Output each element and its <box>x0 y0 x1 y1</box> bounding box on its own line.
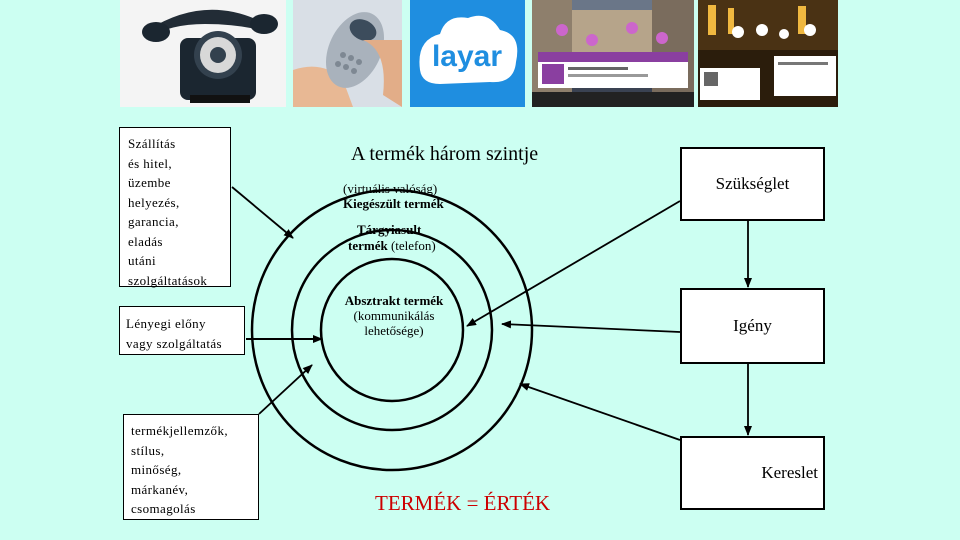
core-benefit-line: Lényegi előny <box>126 316 206 331</box>
arrow-demand-to-middle <box>519 383 681 441</box>
layar-logo-text: layar <box>432 40 502 73</box>
photo-strip: layar <box>120 0 838 107</box>
outer-level-name: Kiegészült termék <box>343 196 444 211</box>
middle-level-label: Tárgyiasult termék (telefon) <box>348 222 436 254</box>
outer-level-label: (virtuális valóság) Kiegészült termék <box>343 181 444 211</box>
features-line: minőség, <box>131 462 182 477</box>
inner-level-name: Absztrakt termék <box>344 293 444 308</box>
middle-circle <box>290 228 494 432</box>
product-value-equation: TERMÉK = ÉRTÉK <box>375 491 551 515</box>
arrow-services-to-outer <box>231 186 294 239</box>
ar-street-screenshot <box>532 0 694 107</box>
middle-level-note: (telefon) <box>390 238 436 253</box>
services-line: Szállítás <box>128 136 176 151</box>
features-line: márkanév, <box>131 481 189 497</box>
inner-level-note-1: (kommunikálás <box>353 308 435 323</box>
inner-level-label: Absztrakt termék (kommunikálás lehetőség… <box>337 293 451 338</box>
arrow-features-to-middle <box>258 364 313 415</box>
features-line: termékjellemzők, <box>131 423 228 438</box>
features-box: termékjellemzők, stílus, minőség, márkan… <box>123 414 259 520</box>
services-line: szolgáltatások <box>128 272 208 288</box>
want-label: Igény <box>733 316 772 335</box>
services-line: eladás <box>128 233 163 249</box>
need-box: Szükséglet <box>680 147 825 221</box>
mobile-phone-photo <box>293 0 402 107</box>
want-box: Igény <box>680 288 825 364</box>
arrow-need-to-inner <box>466 200 681 327</box>
rotary-phone-photo <box>120 0 286 107</box>
middle-level-name-1: Tárgyiasult <box>357 222 422 237</box>
demand-label: Kereslet <box>761 463 818 482</box>
layar-logo: layar <box>410 0 525 107</box>
arrow-want-to-inner <box>501 320 681 333</box>
core-benefit-box: Lényegi előny vagy szolgáltatás <box>119 306 245 355</box>
services-line: garancia, <box>128 214 179 229</box>
services-line: üzembe <box>128 175 171 190</box>
inner-level-note-2: lehetősége) <box>364 323 424 338</box>
core-benefit-line: vagy szolgáltatás <box>126 335 222 351</box>
features-line: stílus, <box>131 442 165 458</box>
services-line: helyezés, <box>128 194 180 210</box>
inner-circle <box>319 257 465 403</box>
demand-box: Kereslet <box>680 436 825 510</box>
ar-night-screenshot <box>698 0 838 107</box>
middle-level-name-2: termék <box>348 238 388 253</box>
diagram-title: A termék három szintje <box>351 143 539 165</box>
need-label: Szükséglet <box>715 174 790 193</box>
features-line: csomagolás <box>131 501 196 516</box>
outer-level-note: (virtuális valóság) <box>343 181 438 196</box>
services-line: és hitel, <box>128 155 173 171</box>
services-box: Szállítás és hitel, üzembe helyezés, gar… <box>119 127 231 288</box>
services-line: utáni <box>128 253 156 268</box>
outer-circle <box>250 188 534 472</box>
